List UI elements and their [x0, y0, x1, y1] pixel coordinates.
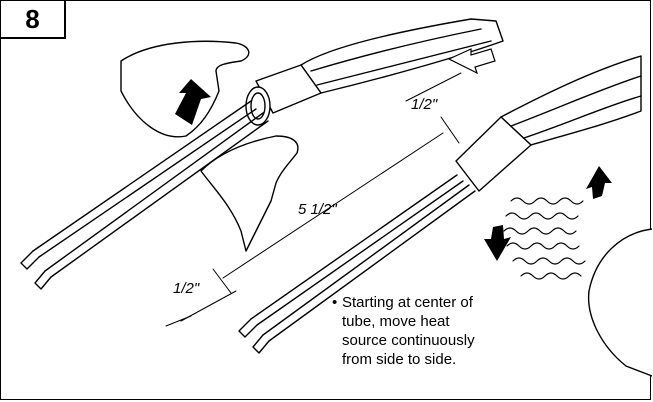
heat-waves: [503, 197, 586, 280]
left-wire-1-strand: [20, 250, 40, 270]
shrunk-tube: [455, 116, 532, 192]
heat-gun: [587, 228, 652, 377]
dimension-label-total-length: 5 1/2": [298, 201, 337, 218]
right-wire-1: [250, 174, 464, 326]
dim-top-line: [405, 72, 462, 102]
right-cable-braid: [510, 75, 642, 127]
dim-long-line: [222, 132, 444, 279]
dim-bottom-ext: [165, 315, 192, 327]
bullet: •: [332, 294, 338, 311]
dimension-label-top-strip: 1/2": [411, 96, 438, 113]
left-cable-assembly: [20, 18, 504, 290]
right-wire-2: [262, 184, 476, 342]
left-cable-braid-2: [316, 40, 492, 86]
heat-gun-arrow-up: [586, 166, 612, 199]
tube-opening: [245, 86, 271, 126]
heat-gun-arrow-down: [484, 225, 511, 261]
step-number: 8: [1, 1, 66, 39]
left-cable-jacket: [300, 18, 504, 94]
dimension-label-bottom-strip: 1/2": [173, 280, 200, 297]
push-arrow: [175, 79, 211, 125]
left-wire-2-strand: [34, 270, 52, 290]
left-cable-braid: [310, 28, 482, 72]
instruction-line-4: from side to side.: [342, 351, 457, 368]
left-wire-2: [44, 112, 269, 278]
right-wire-2-strand: [252, 334, 270, 354]
instruction-line-2: tube, move heat: [342, 313, 450, 330]
dim-long-ext-1: [212, 268, 232, 294]
instruction-note: • Starting at center of tube, move heat …: [332, 293, 502, 369]
right-cable-jacket: [500, 55, 642, 146]
left-wire-1: [32, 100, 257, 258]
instruction-line-3: source continuously: [342, 332, 475, 349]
right-cable-braid-2: [520, 95, 642, 140]
slide-arrow: [447, 48, 496, 75]
tube-opening-inner: [250, 92, 266, 120]
instruction-line-1: Starting at center of: [342, 294, 473, 311]
right-cable-assembly: [238, 55, 642, 354]
right-wire-1-strand: [238, 318, 258, 338]
dimension-lines: [165, 72, 462, 327]
hand-lower: [200, 135, 299, 252]
dim-long-ext-2: [440, 116, 460, 144]
